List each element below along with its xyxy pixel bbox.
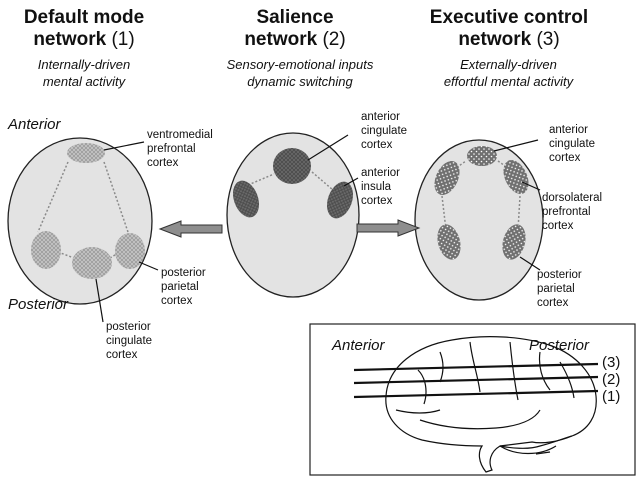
- salience-acc-label: anterior cingulate cortex: [361, 110, 407, 152]
- ecn-brain: [414, 139, 544, 301]
- label-line: cingulate: [106, 335, 153, 347]
- dmn-title-line1: Default mode: [23, 7, 145, 28]
- dmn-vmpfc-node: [67, 143, 105, 163]
- label-line: cortex: [161, 295, 193, 307]
- section-lines: [353, 362, 599, 399]
- dmn-number: (1): [111, 29, 135, 50]
- dmn-title-word: network: [33, 29, 107, 50]
- salience-title: Salience network (2): [225, 7, 365, 51]
- ecn-acc-node: [467, 146, 497, 166]
- posterior-label: Posterior: [8, 296, 69, 313]
- ecn-title-line1: Executive control: [429, 7, 589, 28]
- ecn-acc-label: anterior cingulate cortex: [549, 123, 595, 165]
- dmn-right-parietal-node: [115, 233, 145, 269]
- ecn-subtitle-line2: effortful mental activity: [443, 74, 574, 89]
- dmn-brain: [7, 137, 153, 305]
- dmn-vmpfc-label: ventromedial prefrontal cortex: [147, 128, 213, 170]
- label-line: ventromedial: [147, 129, 213, 141]
- ecn-number: (3): [536, 29, 560, 50]
- salience-right-insula-node: [326, 181, 354, 219]
- ecn-left-ppc-node: [437, 224, 461, 260]
- inset-box: [309, 323, 636, 476]
- salience-title-line1: Salience: [256, 7, 334, 28]
- dmn-subtitle-line1: Internally-driven: [37, 57, 131, 72]
- label-line: cortex: [549, 152, 581, 164]
- label-line: cortex: [542, 220, 574, 232]
- ecn-right-ppc-node: [502, 224, 526, 260]
- dmn-title: Default mode network (1): [4, 7, 164, 51]
- label-line: cortex: [361, 139, 393, 151]
- salience-insula-label: anterior insula cortex: [361, 166, 400, 208]
- salience-title-word: network: [244, 29, 318, 50]
- salience-subtitle-line1: Sensory-emotional inputs: [226, 57, 374, 72]
- label-line: posterior: [161, 267, 206, 279]
- ecn-dlpfc-label: dorsolateral prefrontal cortex: [542, 191, 602, 233]
- label-line: posterior: [537, 269, 582, 281]
- ecn-left-dlpfc-node: [434, 161, 460, 195]
- label-line: anterior: [361, 167, 400, 179]
- inset-anterior-label: Anterior: [332, 337, 385, 354]
- inset-posterior-label: Posterior: [529, 337, 590, 354]
- dmn-subtitle-line2: mental activity: [42, 74, 126, 89]
- leader-lines: [95, 134, 541, 323]
- salience-subtitle: Sensory-emotional inputs dynamic switchi…: [210, 56, 390, 90]
- anterior-label: Anterior: [8, 116, 61, 133]
- label-line: posterior: [106, 321, 151, 333]
- label-line: parietal: [161, 281, 199, 293]
- label-line: parietal: [537, 283, 575, 295]
- left-arrow: [158, 220, 223, 238]
- ecn-ppc-label: posterior parietal cortex: [537, 268, 582, 310]
- ecn-subtitle: Externally-driven effortful mental activ…: [416, 56, 601, 90]
- dmn-left-parietal-node: [31, 231, 61, 269]
- label-line: cingulate: [549, 138, 596, 150]
- section-label-2: (2): [602, 371, 621, 388]
- salience-left-insula-node: [232, 180, 260, 218]
- label-line: insula: [361, 181, 392, 193]
- dmn-subtitle: Internally-driven mental activity: [4, 56, 164, 90]
- ecn-subtitle-line1: Externally-driven: [460, 57, 557, 72]
- label-line: cortex: [537, 297, 569, 309]
- dmn-pcc-node: [72, 247, 112, 279]
- ecn-right-dlpfc-node: [503, 160, 529, 194]
- section-label-3: (3): [602, 354, 621, 371]
- ecn-title: Executive control network (3): [414, 7, 604, 51]
- ecn-title-word: network: [458, 29, 532, 50]
- section-line-labels: (3) (2) (1): [602, 354, 620, 405]
- salience-acc-node: [273, 148, 311, 184]
- label-line: prefrontal: [147, 143, 196, 155]
- label-line: anterior: [549, 124, 588, 136]
- section-label-1: (1): [602, 388, 621, 405]
- salience-subtitle-line2: dynamic switching: [247, 74, 353, 89]
- label-line: cortex: [147, 157, 179, 169]
- label-line: anterior: [361, 111, 400, 123]
- salience-number: (2): [322, 29, 346, 50]
- label-line: cingulate: [361, 125, 408, 137]
- label-line: cortex: [106, 349, 138, 361]
- right-arrow: [356, 219, 421, 237]
- dmn-pcc-label: posterior cingulate cortex: [106, 320, 152, 362]
- salience-brain: [226, 132, 360, 298]
- label-line: cortex: [361, 195, 393, 207]
- label-line: prefrontal: [542, 206, 591, 218]
- dmn-ppc-label: posterior parietal cortex: [161, 266, 206, 308]
- label-line: dorsolateral: [542, 192, 603, 204]
